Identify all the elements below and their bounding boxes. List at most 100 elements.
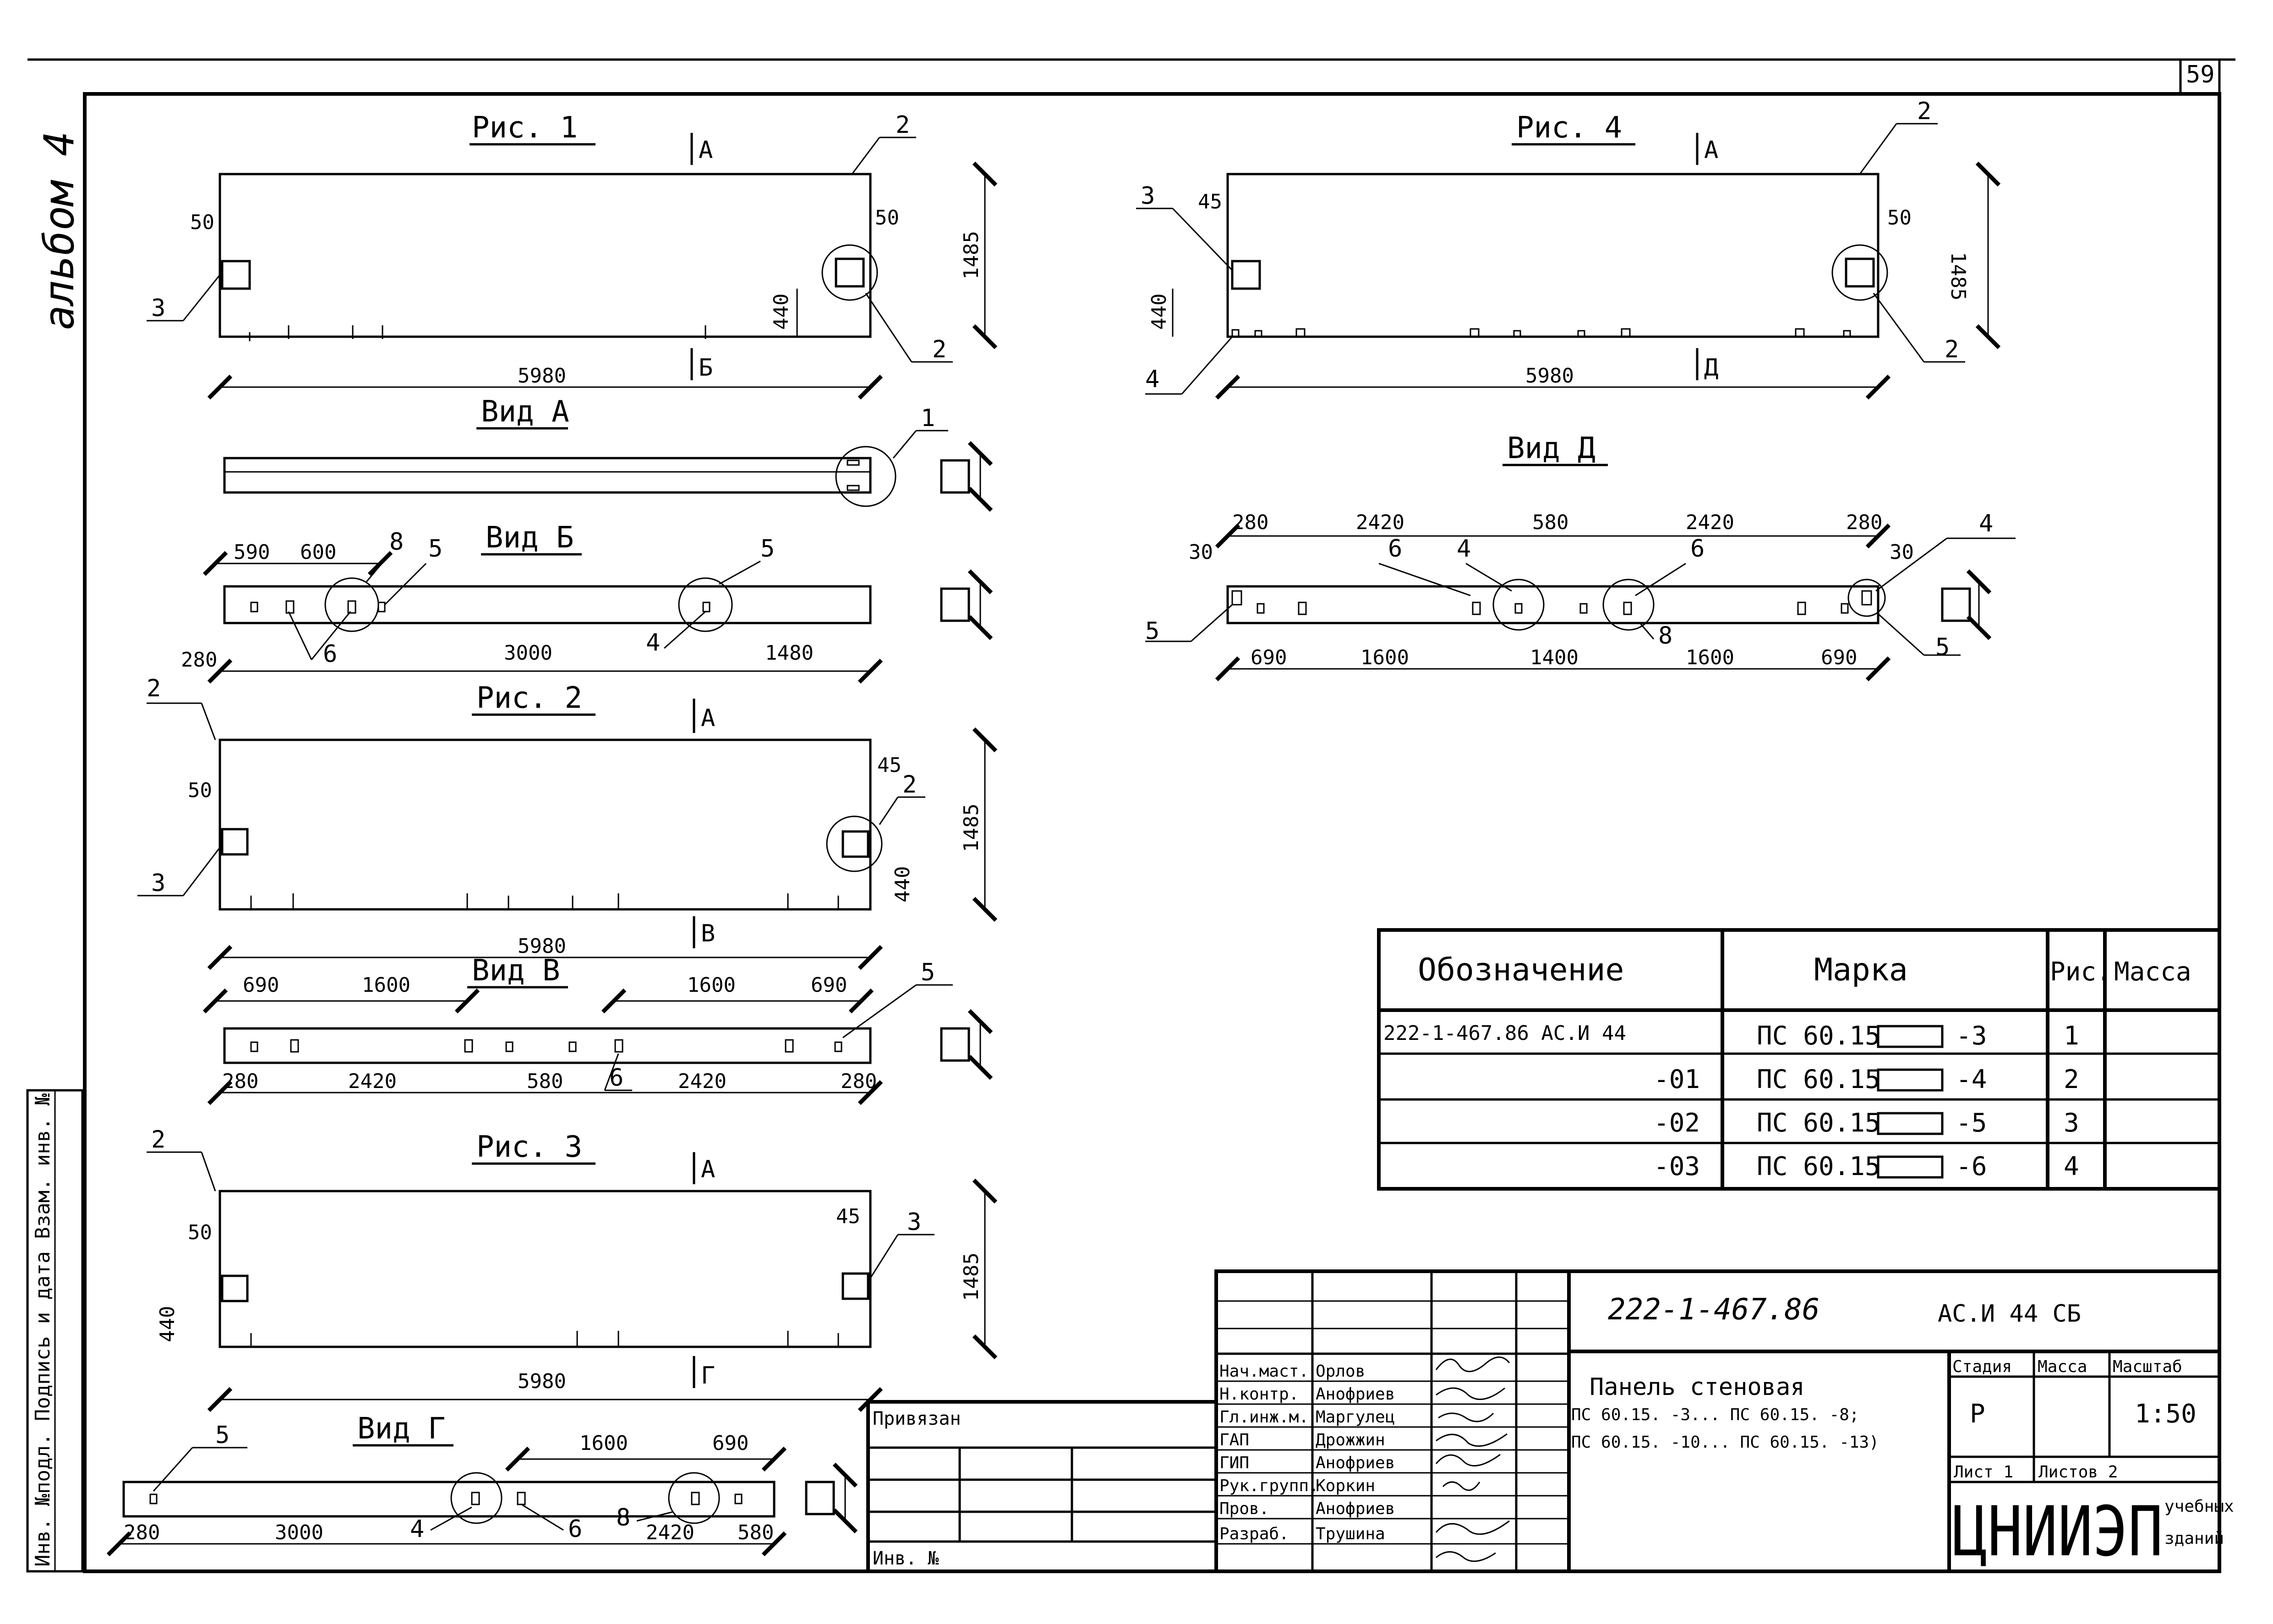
tb-role-3: Гл.инж.м.: [1219, 1408, 1309, 1427]
fig1-dim-50-left: 50: [190, 211, 214, 234]
tb-doc: АС.И 44 СБ: [1938, 1300, 2081, 1328]
tb-scale: 1:50: [2135, 1399, 2197, 1429]
spec-row-1-fig: 1: [2064, 1021, 2079, 1051]
tb-name-7: Анофриев: [1316, 1499, 1395, 1518]
view-a: Вид А 1: [223, 395, 993, 512]
fig4-dim-45: 45: [1198, 190, 1222, 213]
fig2-dim-45: 45: [877, 754, 902, 777]
vid-g-dim-280: 280: [124, 1521, 160, 1544]
vid-d-dim-690a: 690: [1251, 646, 1287, 669]
fig4-arrow-d: Д: [1704, 354, 1718, 382]
fig3-dim-45: 45: [836, 1205, 860, 1228]
vid-d-callout-8: 8: [1658, 622, 1672, 650]
tb-name-8: Трушина: [1316, 1525, 1385, 1543]
vid-g-dim-1600: 1600: [579, 1432, 628, 1455]
signatures: [1435, 1356, 1510, 1562]
vid-d-callout-6a: 6: [1388, 535, 1402, 563]
fig4-dim-50: 50: [1887, 206, 1912, 230]
fig2-arrow-a: А: [701, 705, 715, 732]
vid-v-callout-6: 6: [609, 1064, 623, 1092]
spec-row-1-mark: ПС 60.15: [1757, 1021, 1880, 1051]
fig3-arrow-g: Г: [701, 1362, 715, 1389]
vid-d-dim-280a: 280: [1232, 511, 1268, 534]
tb-role-8: Разраб.: [1219, 1525, 1289, 1543]
vid-d-callout-5b: 5: [1935, 634, 1950, 661]
spec-header-fig: Рис.: [2050, 957, 2112, 987]
spec-row-3-designation: -02: [1654, 1108, 1700, 1138]
view-b: Вид Б 590 600 280 3000 1480 8 5 5 6 4: [181, 521, 993, 684]
spec-row-2-designation: -01: [1654, 1065, 1700, 1094]
fig2-dim-50: 50: [188, 779, 212, 802]
fig2-opening-2: [841, 830, 869, 858]
vid-g-dim-690: 690: [712, 1432, 749, 1455]
vid-b-callout-6: 6: [323, 640, 337, 668]
fig1-callout-2-bottom: 2: [932, 336, 946, 363]
tb-name-3: Маргулец: [1316, 1408, 1395, 1427]
vid-b-callout-8: 8: [389, 528, 404, 556]
vid-v-dim-2420b: 2420: [678, 1070, 727, 1093]
vid-b-dim-280: 280: [181, 648, 217, 672]
spec-row-1-designation: 222-1-467.86 АС.И 44: [1383, 1022, 1626, 1045]
tb-name-line2: ПС 60.15. -3... ПС 60.15. -8;: [1571, 1405, 1859, 1424]
fig2-callout-3: 3: [151, 869, 165, 897]
vid-d-dim-2420a: 2420: [1356, 511, 1404, 534]
spec-row-4-suffix: -6: [1956, 1152, 1987, 1181]
vid-v-dim-690a: 690: [243, 973, 279, 997]
vid-v-title: Вид В: [472, 954, 560, 988]
spec-row-4-fig: 4: [2064, 1152, 2079, 1181]
fig2-dim-440: 440: [891, 866, 914, 902]
vid-v-callout-5: 5: [921, 959, 935, 986]
fig1-opening-3: [221, 260, 251, 290]
fig2-callout-2-right: 2: [902, 771, 917, 798]
spec-row-3-mark: ПС 60.15: [1757, 1108, 1880, 1138]
tb-org: ЦНИИЭП: [1952, 1492, 2163, 1572]
fig2-height: 1485: [960, 804, 983, 852]
view-g: Вид Г 1600 690 280 3000 2420 580 5 4 6 8: [106, 1412, 858, 1557]
fig4-height: 1485: [1946, 252, 1970, 301]
fig1-title: Рис. 1: [472, 111, 578, 145]
fig4-length: 5980: [1525, 364, 1574, 388]
fig4-callout-2-bottom: 2: [1945, 336, 1959, 363]
fig1-dim-50-right: 50: [875, 206, 899, 230]
tb-inv-label: Инв. №: [873, 1548, 939, 1569]
left-margin-label: Инв. №подл. Подпись и дата Взам. инв. №: [31, 1093, 55, 1567]
fig3-title: Рис. 3: [476, 1130, 582, 1164]
vid-g-title: Вид Г: [357, 1412, 446, 1446]
vid-b-dim-600: 600: [300, 541, 336, 564]
spec-table: Обозначение Марка Рис. Масса 222-1-467.8…: [1377, 928, 2221, 1191]
tb-mass-label: Масса: [2038, 1357, 2087, 1376]
tb-name-line1: Панель стеновая: [1590, 1373, 1805, 1401]
fig1-dim-440: 440: [770, 294, 793, 330]
spec-row-3-suffix: -5: [1956, 1108, 1987, 1138]
vid-a-title: Вид А: [481, 395, 569, 429]
vid-v-dim-2420a: 2420: [348, 1070, 397, 1093]
sheet-frame: 59: [27, 58, 2235, 1573]
tb-role-2: Н.контр.: [1219, 1385, 1299, 1404]
tb-name-4: Дрожжин: [1316, 1431, 1385, 1449]
vid-g-dim-3000: 3000: [275, 1521, 323, 1544]
spec-row-4-mark: ПС 60.15: [1757, 1152, 1880, 1181]
vid-d-callout-6b: 6: [1690, 535, 1705, 563]
fig1-callout-3: 3: [151, 295, 165, 322]
vid-b-dim-590: 590: [234, 541, 270, 564]
fig4-opening-2: [1845, 257, 1875, 288]
fig2-opening-3: [221, 828, 249, 856]
vid-d-dim-2420b: 2420: [1686, 511, 1734, 534]
spec-row-4-designation: -03: [1654, 1152, 1700, 1181]
fig4-dim-440: 440: [1147, 294, 1171, 330]
fig3-callout-2: 2: [151, 1126, 165, 1154]
spec-row-2-suffix: -4: [1956, 1065, 1987, 1094]
vid-d-title: Вид Д: [1507, 432, 1595, 465]
fig3-panel: [219, 1190, 872, 1348]
tb-scale-label: Масштаб: [2113, 1357, 2182, 1376]
vid-v-dim-280b: 280: [841, 1070, 877, 1093]
view-d: Вид Д 280 2420 580 2420 280 30 30 690 16…: [1145, 432, 2016, 682]
tb-role-7: Пров.: [1219, 1499, 1269, 1518]
fig1-opening-2: [835, 257, 865, 288]
tb-name-2: Анофриев: [1316, 1385, 1395, 1404]
fig4-title: Рис. 4: [1516, 111, 1622, 145]
vid-d-callout-4b: 4: [1979, 510, 1993, 537]
vid-g-panel: [122, 1481, 776, 1518]
vid-b-panel: [223, 585, 872, 624]
tb-role-4: ГАП: [1219, 1431, 1249, 1449]
